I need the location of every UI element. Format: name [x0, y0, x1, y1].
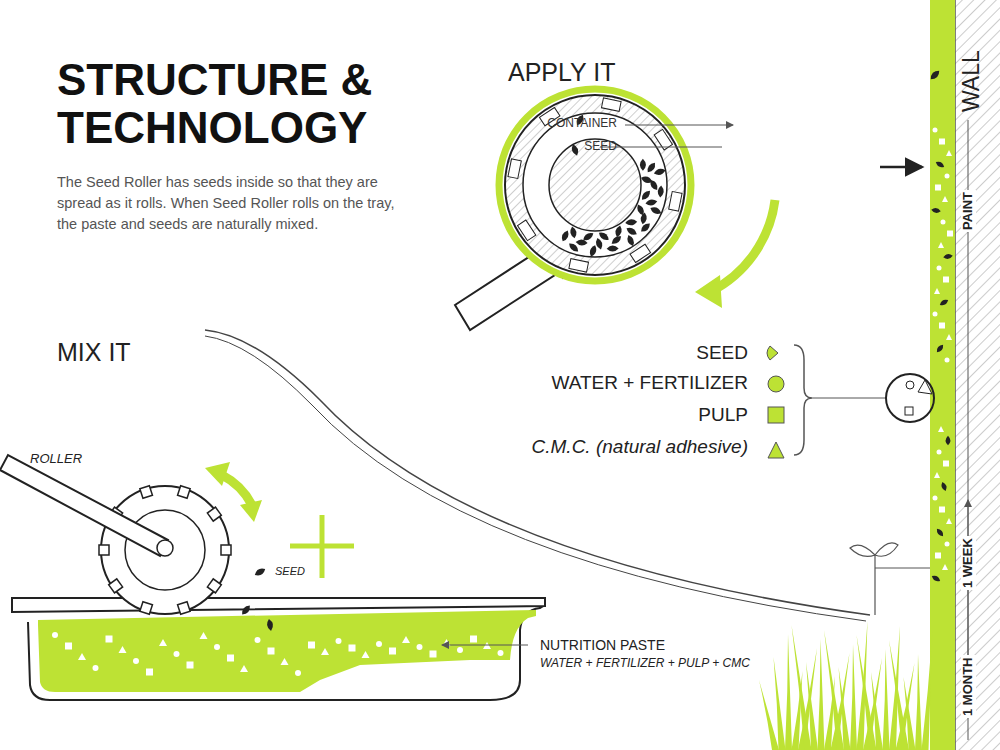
part-label: SEED: [584, 140, 617, 154]
legend-text: WATER + FERTILIZER: [551, 372, 748, 394]
title: STRUCTURE & TECHNOLOGY: [57, 56, 417, 153]
part-label: ROLLER: [30, 452, 82, 467]
time-label: 1 MONTH: [961, 656, 976, 719]
part-label: SEED: [275, 565, 305, 578]
paint-tray: [0, 330, 870, 700]
growth: [759, 543, 933, 750]
description: The Seed Roller has seeds inside so that…: [57, 172, 409, 235]
legend-text: C.M.C. (natural adhesive): [532, 436, 748, 458]
time-label: 1 WEEK: [961, 536, 976, 590]
legend-text: PULP: [698, 404, 748, 426]
legend-text: SEED: [696, 342, 748, 364]
section-heading: MIX IT: [57, 338, 131, 367]
part-label: CONTAINER: [547, 117, 617, 131]
paint-particles: [931, 128, 954, 583]
composition-note: WATER + FERTILIZER + PULP + CMC: [540, 657, 750, 671]
part-label: NUTRITION PASTE: [540, 637, 665, 653]
wall-hatch: [955, 0, 1000, 750]
legend-symbols: [767, 345, 934, 458]
wall-label: WALL: [958, 50, 984, 112]
seed-roller-section: [455, 69, 941, 330]
layer-label: PAINT: [961, 190, 976, 232]
section-heading: APPLY IT: [508, 58, 615, 87]
paint-layer: [930, 0, 955, 750]
